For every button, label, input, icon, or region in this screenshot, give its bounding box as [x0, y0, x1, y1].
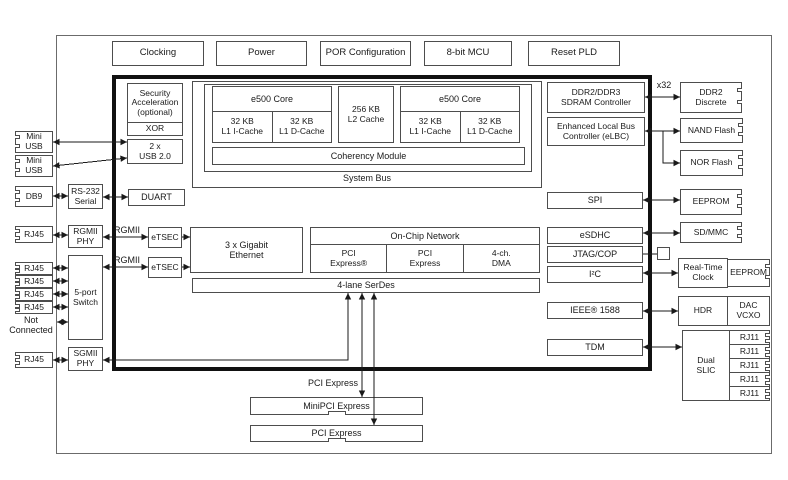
e500-core-block-2: e500 Core 32 KB L1 I-Cache 32 KB L1 D-Ca…: [400, 86, 520, 143]
rj45-connector: RJ45: [15, 301, 53, 314]
l1-dcache-cell: 32 KB L1 D-Cache: [467, 116, 513, 136]
rgmii-label-1: RGMII: [114, 225, 140, 235]
dac-vcxo-block: DAC VCXO: [727, 296, 770, 326]
rj11-connector: RJ11: [729, 344, 770, 359]
i2c-block: I²C: [547, 266, 643, 283]
elbc-block: Enhanced Local Bus Controller (eLBC): [547, 117, 645, 146]
gigabit-ethernet-block: 3 x Gigabit Ethernet: [190, 227, 303, 273]
rtc-eeprom-connector: EEPROM: [727, 259, 770, 287]
nor-flash-connector: NOR Flash: [680, 150, 743, 176]
serdes-block: 4-lane SerDes: [192, 278, 540, 293]
mcu-block: 8-bit MCU: [424, 41, 512, 66]
pci-express-slot: PCI Express: [250, 425, 423, 442]
rgmii-phy-block: RGMII PHY: [68, 225, 103, 248]
not-connected-label: Not Connected: [9, 315, 53, 336]
pci-express2-cell: PCI Express: [387, 245, 464, 272]
minipci-express-slot: MiniPCI Express: [250, 397, 423, 415]
ieee1588-block: IEEE® 1588: [547, 302, 643, 319]
nand-flash-connector: NAND Flash: [680, 118, 743, 143]
on-chip-network-block: On-Chip Network PCI Express® PCI Express…: [310, 227, 540, 273]
e500-core-title: e500 Core: [213, 87, 331, 112]
system-bus-label: System Bus: [342, 173, 391, 183]
rtc-block: Real-Time Clock: [678, 258, 728, 288]
sgmii-phy-block: SGMII PHY: [68, 347, 103, 371]
rj11-connector: RJ11: [729, 372, 770, 387]
pci-express-label: PCI Express: [307, 378, 358, 388]
ddr-controller-block: DDR2/DDR3 SDRAM Controller: [547, 82, 645, 113]
l2-cache-block: 256 KB L2 Cache: [338, 86, 394, 143]
ddr2-discrete-connector: DDR2 Discrete: [680, 82, 742, 113]
x32-label: x32: [656, 80, 672, 90]
coherency-module-block: Coherency Module: [212, 147, 525, 165]
on-chip-network-title: On-Chip Network: [311, 228, 539, 245]
sd-mmc-connector: SD/MMC: [680, 222, 742, 243]
l1-dcache-cell: 32 KB L1 D-Cache: [279, 116, 325, 136]
pci-express1-cell: PCI Express®: [311, 245, 388, 272]
rj45-connector: RJ45: [15, 275, 53, 288]
e500-core-block-1: e500 Core 32 KB L1 I-Cache 32 KB L1 D-Ca…: [212, 86, 332, 143]
dma-cell: 4-ch. DMA: [491, 247, 511, 268]
mini-usb-connector: Mini USB: [15, 155, 53, 177]
rj45-connector: RJ45: [15, 262, 53, 275]
dual-slic-block: Dual SLIC: [682, 330, 730, 401]
l1-icache-cell: 32 KB L1 I-Cache: [213, 112, 273, 142]
jtag-cop-block: JTAG/COP: [547, 246, 643, 263]
reset-pld-block: Reset PLD: [528, 41, 620, 66]
clocking-block: Clocking: [112, 41, 204, 66]
etsec1-block: eTSEC: [148, 227, 182, 248]
rj45-connector: RJ45: [15, 288, 53, 301]
esdhc-block: eSDHC: [547, 227, 643, 244]
duart-block: DUART: [128, 189, 185, 206]
rj45-connector: RJ45: [15, 226, 53, 243]
rj11-connector: RJ11: [729, 330, 770, 345]
mini-usb-connector: Mini USB: [15, 131, 53, 153]
l1-icache-cell: 32 KB L1 I-Cache: [401, 112, 461, 142]
five-port-switch-block: 5-port Switch: [68, 255, 103, 340]
db9-connector: DB9: [15, 186, 53, 207]
rj45-connector: RJ45: [15, 352, 53, 368]
tdm-block: TDM: [547, 339, 643, 356]
eeprom-connector: EEPROM: [680, 189, 742, 215]
rs232-serial-block: RS-232 Serial: [68, 184, 103, 209]
xor-block: XOR: [127, 122, 183, 136]
por-configuration-block: POR Configuration: [320, 41, 411, 66]
etsec2-block: eTSEC: [148, 257, 182, 278]
spi-block: SPI: [547, 192, 643, 209]
rgmii-label-2: RGMII: [114, 255, 140, 265]
e500-core-title: e500 Core: [401, 87, 519, 112]
security-acceleration-block: Security Acceleration (optional): [127, 83, 183, 123]
jtag-header-connector: [657, 247, 670, 260]
rj11-connector: RJ11: [729, 358, 770, 373]
usb-block: 2 x USB 2.0: [127, 139, 183, 164]
rj11-connector: RJ11: [729, 386, 770, 401]
power-block: Power: [216, 41, 307, 66]
hdr-block: HDR: [678, 296, 728, 326]
